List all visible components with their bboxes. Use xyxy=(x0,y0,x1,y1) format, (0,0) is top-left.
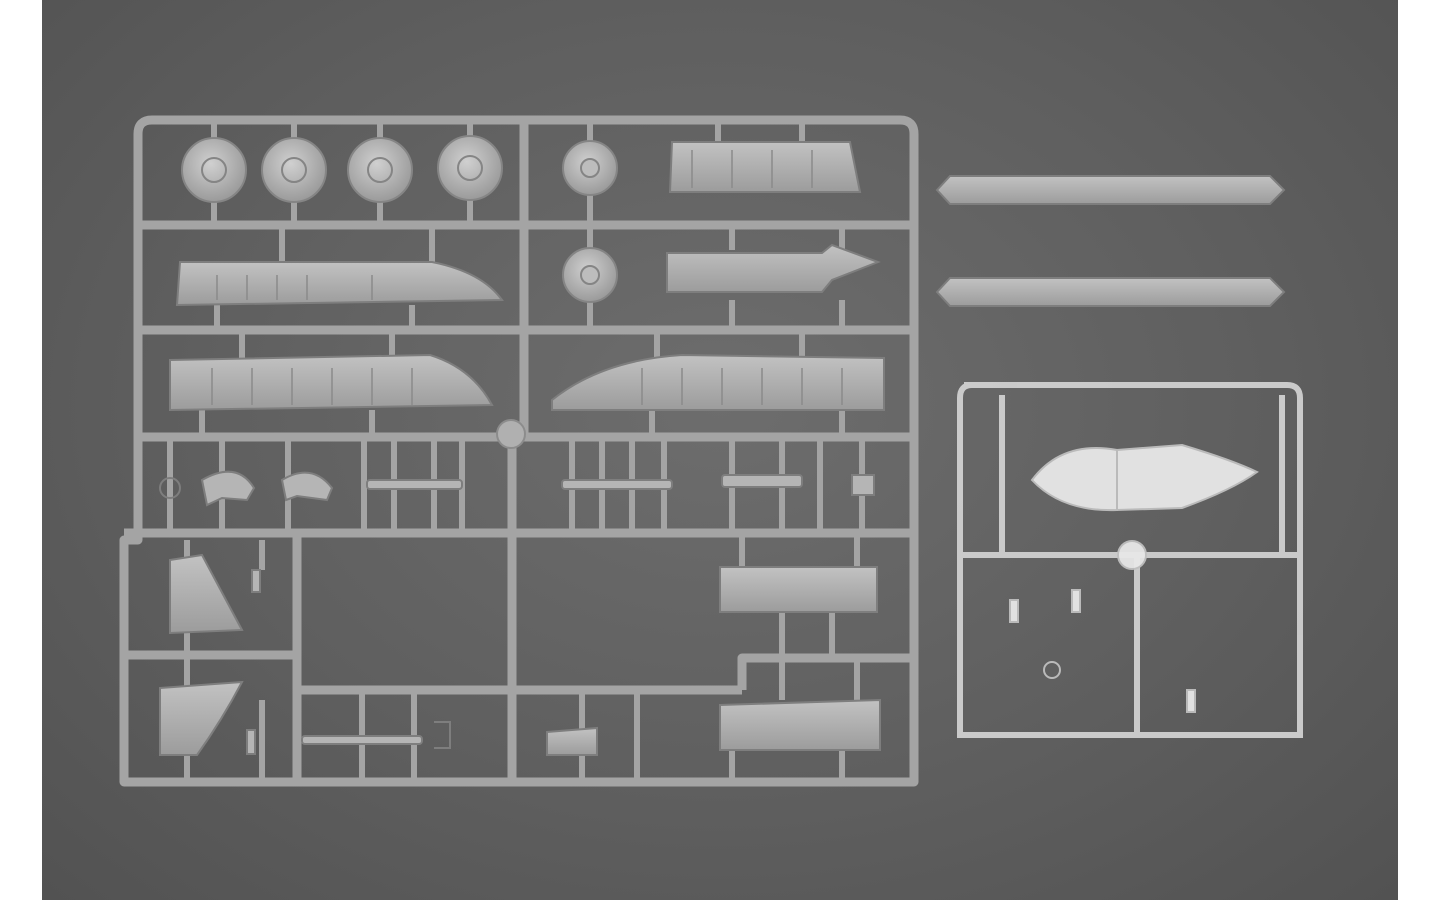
bracket-part xyxy=(200,470,256,507)
hook-part xyxy=(434,721,451,749)
clear-pin-part xyxy=(1071,589,1081,613)
clear-ring-part xyxy=(1043,661,1061,679)
clear-pin-part xyxy=(1009,599,1019,623)
strut-part xyxy=(561,479,673,490)
rail-part xyxy=(935,277,1286,307)
small-parts xyxy=(159,470,875,755)
sprue-illustration xyxy=(119,115,1303,787)
grey-sprue xyxy=(119,115,919,787)
sprue-outer-frame xyxy=(119,115,919,787)
wing-panel-part xyxy=(551,353,885,411)
panel-ribs xyxy=(211,150,843,405)
tail-fin-part xyxy=(169,553,244,635)
pin-part xyxy=(246,729,256,755)
wing-panel-part xyxy=(169,353,494,412)
clear-parts xyxy=(1009,443,1259,713)
ring-part xyxy=(159,477,181,499)
canopy-part xyxy=(1116,443,1259,512)
sprue-hub xyxy=(496,419,526,449)
bracket-part xyxy=(280,471,334,502)
rectangular-panel-part xyxy=(668,141,862,193)
wing-panel-part xyxy=(175,261,504,307)
strut-part xyxy=(366,479,463,490)
small-block-part xyxy=(546,726,598,756)
strut-part xyxy=(301,735,423,745)
rail-part xyxy=(935,175,1286,205)
loose-rails xyxy=(935,175,1286,307)
bay-panel-part xyxy=(719,566,878,613)
clear-sprue xyxy=(957,382,1303,738)
clear-pin-part xyxy=(1186,689,1196,713)
block-part xyxy=(851,474,875,496)
canopy-part xyxy=(1030,447,1118,512)
sprue-photo xyxy=(42,0,1398,900)
wheel-part xyxy=(181,137,247,203)
wheel-parts xyxy=(181,135,618,303)
pin-part xyxy=(251,569,261,593)
fuselage-piece-part xyxy=(666,243,881,293)
tail-fin-part xyxy=(159,680,244,756)
wheel-part xyxy=(437,135,503,201)
clear-hub xyxy=(1117,540,1147,570)
wheel-part xyxy=(347,137,413,203)
strut-part xyxy=(721,474,803,488)
bay-panel-part xyxy=(719,698,881,751)
wheel-part xyxy=(261,137,327,203)
